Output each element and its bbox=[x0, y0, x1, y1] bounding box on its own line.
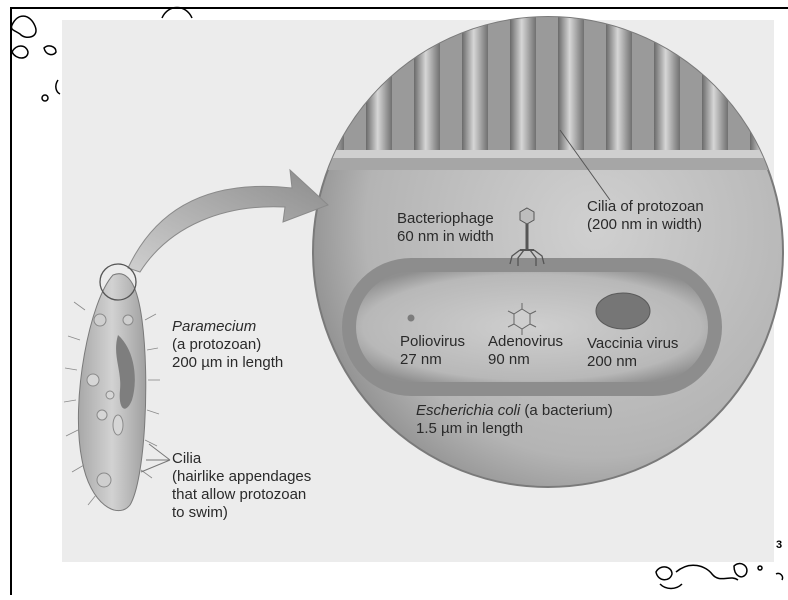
bacteriophage-size: 60 nm in width bbox=[397, 228, 494, 246]
cilia-desc-1: (hairlike appendages bbox=[172, 468, 311, 486]
paramecium-type: (a protozoan) bbox=[172, 336, 283, 354]
cilia-label: Cilia (hairlike appendages that allow pr… bbox=[172, 450, 311, 522]
poliovirus-size: 27 nm bbox=[400, 351, 465, 369]
poliovirus-name: Poliovirus bbox=[400, 333, 465, 351]
poliovirus-label: Poliovirus 27 nm bbox=[400, 333, 465, 369]
cilia-desc-2: that allow protozoan bbox=[172, 486, 311, 504]
adenovirus-name: Adenovirus bbox=[488, 333, 563, 351]
bacteriophage-name: Bacteriophage bbox=[397, 210, 494, 228]
cilia-desc-3: to swim) bbox=[172, 504, 311, 522]
vaccinia-icon bbox=[596, 293, 650, 329]
ecoli-name: Escherichia coli bbox=[416, 402, 520, 419]
vaccinia-label: Vaccinia virus 200 nm bbox=[587, 335, 678, 371]
page-mark: 3 bbox=[776, 536, 782, 554]
adenovirus-size: 90 nm bbox=[488, 351, 563, 369]
frame-top bbox=[10, 7, 788, 9]
frame-left bbox=[10, 7, 12, 595]
vaccinia-size: 200 nm bbox=[587, 353, 678, 371]
ecoli-size: 1.5 µm in length bbox=[416, 420, 613, 438]
ecoli-label: Escherichia coli (a bacterium) 1.5 µm in… bbox=[416, 402, 613, 438]
bacteriophage-label: Bacteriophage 60 nm in width bbox=[397, 210, 494, 246]
paramecium-name: Paramecium bbox=[172, 318, 283, 336]
paramecium-label: Paramecium (a protozoan) 200 µm in lengt… bbox=[172, 318, 283, 372]
ecoli-type: (a bacterium) bbox=[520, 402, 613, 419]
cilia-of-protozoan-size: (200 nm in width) bbox=[587, 216, 704, 234]
poliovirus-icon bbox=[408, 315, 415, 322]
vaccinia-name: Vaccinia virus bbox=[587, 335, 678, 353]
cilia-title: Cilia bbox=[172, 450, 311, 468]
adenovirus-label: Adenovirus 90 nm bbox=[488, 333, 563, 369]
paramecium-size: 200 µm in length bbox=[172, 354, 283, 372]
cilia-of-protozoan-label: Cilia of protozoan (200 nm in width) bbox=[587, 198, 704, 234]
cilia-of-protozoan-name: Cilia of protozoan bbox=[587, 198, 704, 216]
ecoli-title-line: Escherichia coli (a bacterium) bbox=[416, 402, 613, 420]
